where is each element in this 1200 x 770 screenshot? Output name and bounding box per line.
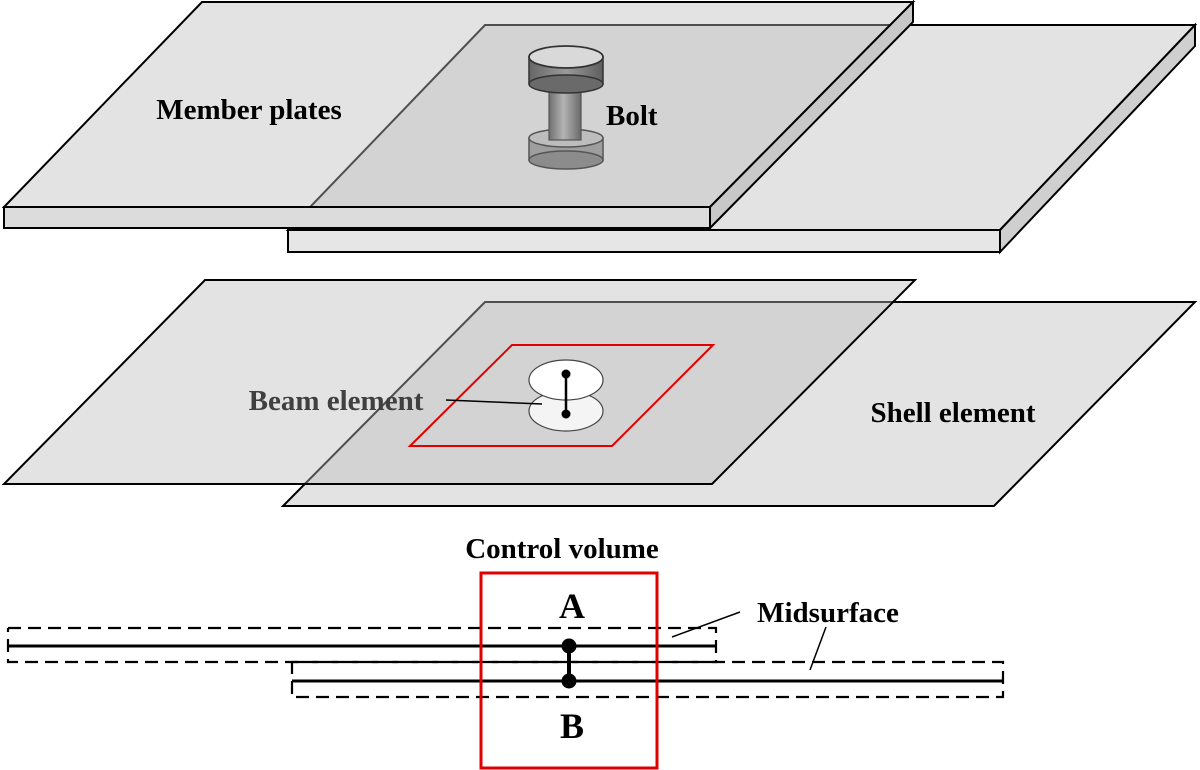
node-b-label: B: [560, 706, 584, 746]
upper-shell: [1, 279, 918, 485]
midsurface-leader-upper: [671, 611, 741, 638]
node-a-label: A: [559, 586, 585, 626]
cross-section-view: Control volume A B Midsurface: [6, 533, 1005, 770]
lower-plate-outline: [290, 660, 1005, 699]
shell-element-label: Shell element: [870, 397, 1035, 429]
beam-element-icon: [528, 359, 604, 432]
bolt-label: Bolt: [606, 100, 658, 132]
shell-element-view: Beam element Shell element: [1, 279, 1198, 507]
member-plates-label: Member plates: [156, 94, 342, 126]
beam-element-label: Beam element: [249, 385, 424, 417]
midsurface-label: Midsurface: [757, 597, 899, 629]
control-volume-region: [407, 344, 716, 447]
control-volume-box: [479, 571, 659, 770]
lower-plate: [285, 22, 1198, 255]
bolt-icon: [528, 45, 604, 170]
midsurface-leader-lower: [809, 626, 827, 671]
member-plates-view: Member plates Bolt: [1, 0, 1198, 255]
control-volume-label: Control volume: [465, 533, 659, 565]
upper-plate: [1, 0, 916, 231]
node-a-marker: [561, 638, 577, 654]
node-b-marker: [561, 673, 577, 689]
lower-shell: [280, 301, 1198, 507]
beam-element-leader: [445, 399, 543, 405]
